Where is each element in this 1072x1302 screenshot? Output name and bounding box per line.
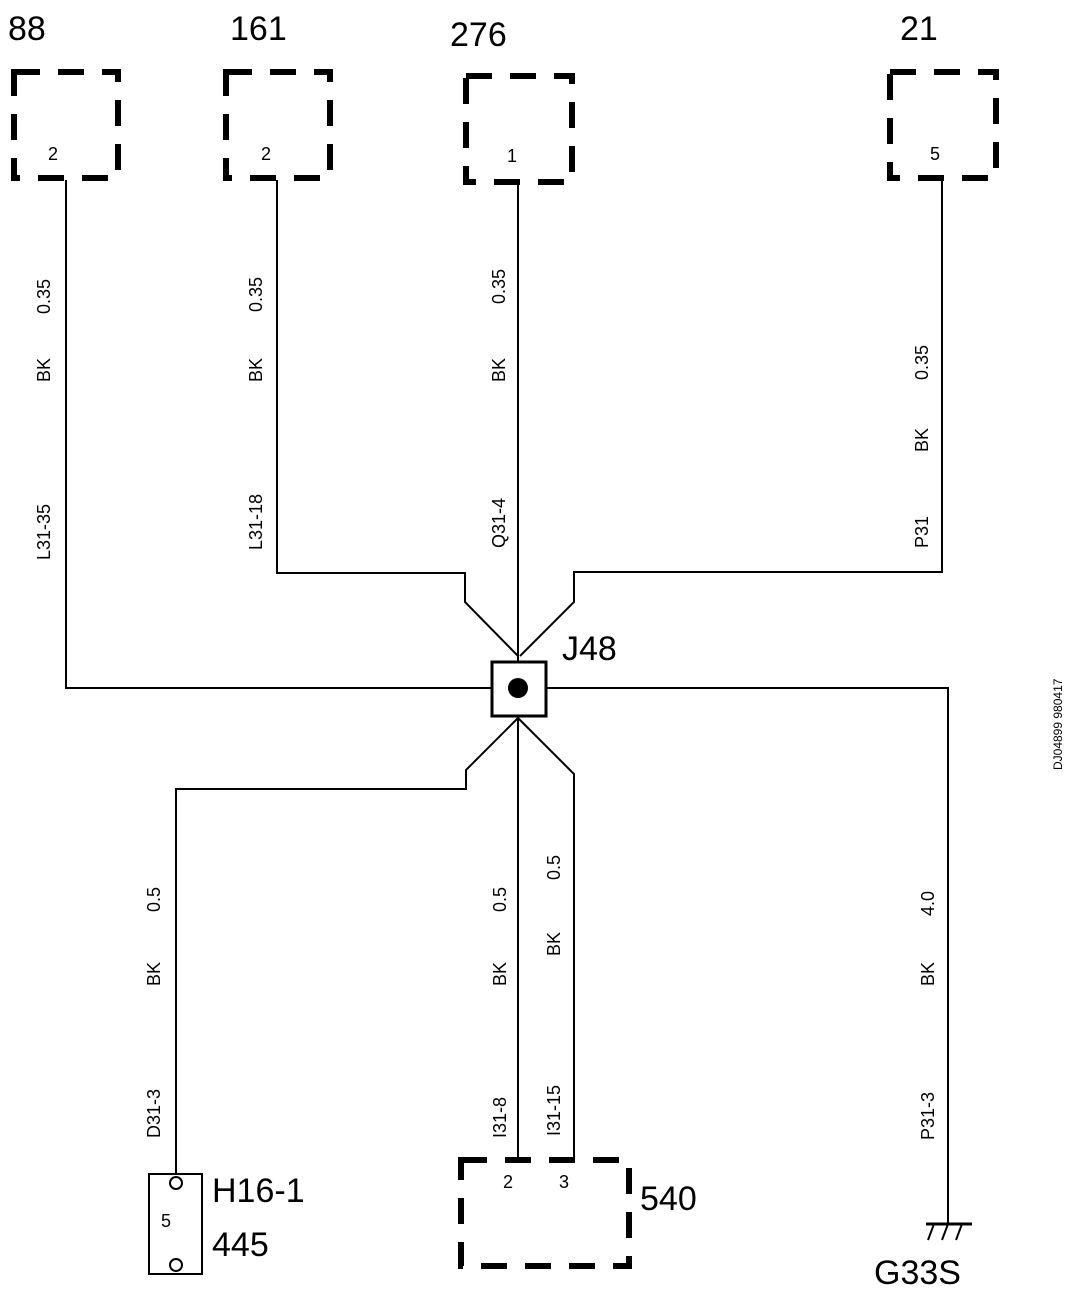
- wire-ground-circuit: P31-3: [918, 1092, 938, 1140]
- wire-540b-circuit: I31-15: [544, 1085, 564, 1136]
- ground-g33s: G33S: [874, 1222, 972, 1292]
- wire-161-circuit: L31-18: [246, 494, 266, 550]
- ground-hatch-1: [927, 1223, 935, 1241]
- splice-id: J48: [562, 630, 617, 668]
- component-88-box: [11, 69, 121, 181]
- component-540-box: [458, 1157, 632, 1269]
- component-276-number: 276: [450, 16, 507, 54]
- component-88-number: 88: [8, 10, 46, 48]
- wire-540a-gauge: 0.5: [490, 887, 510, 912]
- component-21-box: [887, 69, 999, 181]
- wire-445: [175, 717, 519, 1178]
- ground-hatch-2: [941, 1223, 949, 1241]
- wire-ground: [546, 687, 949, 1224]
- wire-21-circuit: P31: [912, 516, 932, 548]
- wire-540a-circuit: I31-8: [490, 1097, 510, 1138]
- connector-h16-id: H16-1: [212, 1172, 305, 1210]
- wire-445-gauge: 0.5: [144, 887, 164, 912]
- wire-88-gauge: 0.35: [34, 279, 54, 314]
- wire-88-color: BK: [34, 358, 54, 382]
- wire-540b-gauge: 0.5: [544, 855, 564, 880]
- component-540-pin-2: 2: [503, 1172, 513, 1192]
- wire-276-color: BK: [489, 358, 509, 382]
- splice-j48: J48: [490, 630, 617, 718]
- wire-445-circuit: D31-3: [144, 1089, 164, 1138]
- component-21-pin: 5: [930, 144, 940, 164]
- component-276: 276 1: [450, 16, 575, 185]
- wire-540b-color: BK: [544, 932, 564, 956]
- wire-21: [519, 180, 943, 657]
- wire-21-gauge: 0.35: [912, 345, 932, 380]
- wire-ground-color: BK: [918, 962, 938, 986]
- component-161-box: [223, 69, 333, 181]
- wire-540-pin3: [517, 717, 575, 1160]
- wire-161-color: BK: [246, 358, 266, 382]
- component-540-number: 540: [640, 1180, 697, 1218]
- wire-88-circuit: L31-35: [34, 504, 54, 560]
- wire-161: [276, 180, 519, 657]
- component-161-pin: 2: [261, 144, 271, 164]
- connector-h16-body: [148, 1173, 203, 1275]
- component-161-number: 161: [230, 10, 287, 48]
- wire-88: [65, 180, 492, 689]
- component-161: 161 2: [223, 10, 333, 181]
- wire-445-color: BK: [144, 962, 164, 986]
- component-88-pin: 2: [48, 144, 58, 164]
- splice-dot: [508, 678, 528, 698]
- component-276-box: [463, 73, 575, 185]
- ground-id: G33S: [874, 1254, 961, 1292]
- ground-hatch-3: [955, 1223, 963, 1241]
- component-276-pin: 1: [507, 146, 517, 166]
- connector-h16-pin: 5: [161, 1211, 171, 1231]
- component-540-pin-3: 3: [559, 1172, 569, 1192]
- wire-161-gauge: 0.35: [246, 277, 266, 312]
- wire-276-gauge: 0.35: [489, 269, 509, 304]
- connector-h16-top-terminal: [169, 1176, 183, 1190]
- wire-276-circuit: Q31-4: [489, 498, 509, 548]
- connector-h16: 5 H16-1 445: [148, 1172, 305, 1275]
- component-21-number: 21: [900, 10, 938, 48]
- connector-h16-bottom-terminal: [169, 1258, 183, 1272]
- connector-h16-number: 445: [212, 1226, 269, 1264]
- wire-paths: [65, 180, 949, 1224]
- reference-code: DJ04899 980417: [1051, 678, 1065, 770]
- component-88: 88 2: [8, 10, 121, 181]
- wire-ground-gauge: 4.0: [918, 891, 938, 916]
- wire-21-color: BK: [912, 428, 932, 452]
- component-21: 21 5: [887, 10, 999, 181]
- wire-540a-color: BK: [490, 962, 510, 986]
- wire-labels: 0.35 BK L31-35 0.35 BK L31-18 0.35 BK Q3…: [34, 269, 938, 1140]
- component-540: 2 3 540: [458, 1157, 697, 1269]
